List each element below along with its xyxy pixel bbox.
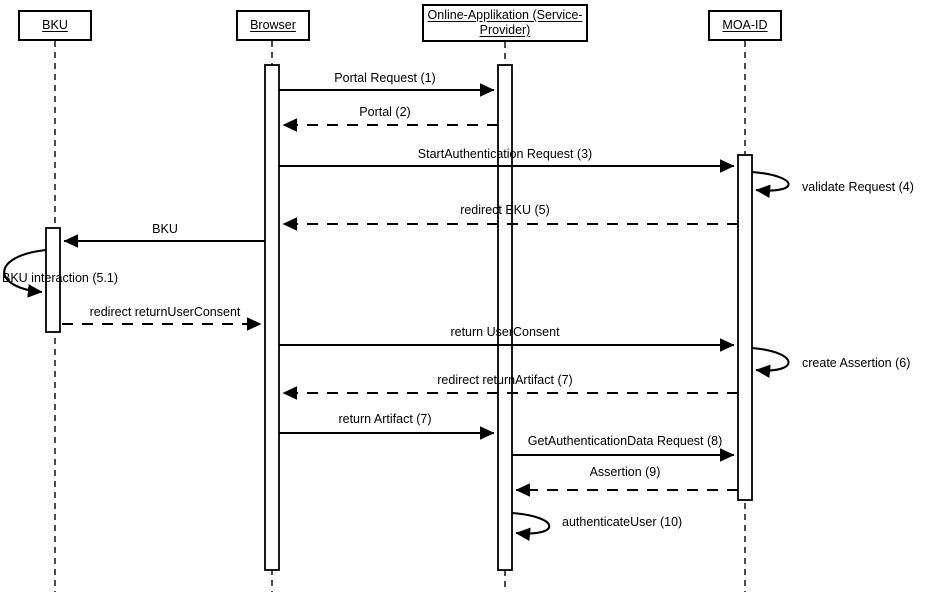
message-label-portal-request: Portal Request (1) bbox=[334, 71, 436, 85]
activation-browser bbox=[264, 64, 280, 571]
arrow-authenticateuser bbox=[511, 511, 551, 542]
arrow-bku-interaction bbox=[3, 248, 47, 298]
activation-bars bbox=[45, 64, 753, 571]
message-label-return-artifact: return Artifact (7) bbox=[338, 412, 432, 426]
message-label-create-assertion: create Assertion (6) bbox=[802, 356, 911, 370]
message-label-validate-request: validate Request (4) bbox=[802, 180, 914, 194]
lifeline-label-bku: BKU bbox=[42, 18, 68, 32]
message-label-startauthentication-request: StartAuthentication Request (3) bbox=[417, 147, 593, 161]
message-label-getauthenticationdata-request: GetAuthenticationData Request (8) bbox=[527, 434, 723, 448]
lifeline-header-bku[interactable]: BKU bbox=[18, 10, 92, 41]
activation-bku bbox=[45, 227, 61, 333]
lifeline-label-online-applikation: Online-Applikation (Service- Provider) bbox=[427, 8, 583, 37]
message-label-redirect-returnartifact: redirect returnArtifact (7) bbox=[437, 373, 573, 387]
lifeline-label-browser: Browser bbox=[250, 18, 296, 32]
message-label-redirect-returnuserconsent: redirect returnUserConsent bbox=[89, 305, 241, 319]
activation-oa bbox=[497, 64, 513, 571]
message-label-return-userconsent: return UserConsent bbox=[450, 325, 560, 339]
message-label-bku-interaction: BKU interaction (5.1) bbox=[2, 271, 119, 285]
message-arrows bbox=[3, 83, 790, 542]
lifeline-label-moa-id: MOA-ID bbox=[722, 18, 768, 32]
message-label-redirect-bku: redirect BKU (5) bbox=[460, 203, 550, 217]
message-label-portal: Portal (2) bbox=[359, 105, 411, 119]
arrow-validate-request bbox=[751, 170, 790, 199]
activation-moaid bbox=[737, 154, 753, 501]
message-label-authenticateuser: authenticateUser (10) bbox=[562, 515, 683, 529]
message-label-assertion: Assertion (9) bbox=[589, 465, 661, 479]
lifeline-header-online-applikation[interactable]: Online-Applikation (Service- Provider) bbox=[422, 4, 588, 42]
lifeline-header-moa-id[interactable]: MOA-ID bbox=[708, 10, 782, 41]
arrow-create-assertion bbox=[751, 346, 790, 379]
message-label-bku: BKU bbox=[152, 222, 178, 236]
lifeline-header-browser[interactable]: Browser bbox=[236, 10, 310, 41]
